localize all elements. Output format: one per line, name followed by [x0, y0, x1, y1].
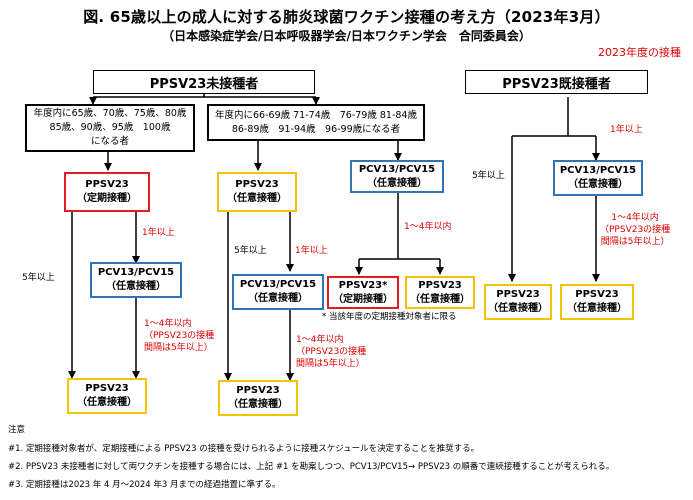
vaccine-type: （任意接種） — [410, 293, 470, 305]
vaccine-type: （任意接種） — [568, 179, 628, 190]
age-box-routine: 年度内に65歳、70歳、75歳、80歳 85歳、90歳、95歳 100歳 になる… — [25, 104, 195, 152]
interval-1to4-vacc: 1～4年以内 （PPSV23の接種 間隔は5年以上） — [600, 212, 670, 248]
ppsv23-voluntary-right: PPSV23 （任意接種） — [405, 276, 475, 309]
ppsv23-routine-star: PPSV23* （定期接種） — [327, 276, 399, 309]
ppsv23-voluntary-mid: PPSV23 （任意接種） — [217, 172, 297, 212]
pcv-voluntary-far-right: PCV13/PCV15 （任意接種） — [553, 160, 643, 196]
age-box-routine-line3: になる者 — [90, 136, 129, 147]
vaccine-type: （任意接種） — [228, 399, 288, 410]
interval-text: 間隔は5年以上） — [600, 237, 670, 247]
interval-5yr-left: 5年以上 — [22, 273, 55, 283]
vaccine-name: PCV13/PCV15 — [559, 165, 637, 176]
vaccine-type: （定期接種） — [333, 293, 393, 305]
age-box-other-line2: 86-89歳 91-94歳 96-99歳になる者 — [231, 123, 401, 135]
ppsv23-routine-left: PPSV23 （定期接種） — [64, 172, 150, 212]
ppsv23-voluntary-mid-bottom: PPSV23 （任意接種） — [218, 380, 298, 416]
interval-text: 1～4年以内 — [611, 213, 659, 223]
footnote-star: * 当該年度の定期接種対象者に限る — [322, 312, 457, 322]
interval-text: （PPSV23の接種 — [144, 331, 215, 341]
note-3: #3. 定期接種は2023 年 4 月～2024 年3 月までの経過措置に準ずる… — [8, 480, 281, 490]
vaccine-name: PPSV23 — [85, 179, 129, 190]
note-1: #1. 定期接種対象者が、定期接種による PPSV23 の接種を受けられるように… — [8, 444, 480, 454]
vaccine-type: （任意接種） — [106, 281, 166, 292]
interval-1to4-right: 1～4年以内 — [404, 222, 452, 232]
note-2: #2. PPSV23 未接種者に対して両ワクチンを接種する場合には、上記 #1 … — [8, 462, 615, 472]
interval-1yr-left: 1年以上 — [142, 228, 175, 238]
age-box-routine-line1: 年度内に65歳、70歳、75歳、80歳 — [33, 108, 187, 119]
vaccine-type: （定期接種） — [77, 193, 137, 204]
pcv-voluntary-mid: PCV13/PCV15 （任意接種） — [232, 274, 324, 310]
vaccine-name: PPSV23 — [418, 279, 462, 291]
age-box-other: 年度内に66-69歳 71-74歳 76-79歳 81-84歳 86-89歳 9… — [207, 104, 425, 141]
page-title: 図. 65歳以上の成人に対する肺炎球菌ワクチン接種の考え方（2023年3月） — [83, 8, 610, 26]
pcv-voluntary-left: PCV13/PCV15 （任意接種） — [90, 262, 182, 298]
age-box-routine-line2: 85歳、90歳、95歳 100歳 — [49, 122, 171, 133]
vaccine-type: （任意接種） — [488, 303, 548, 314]
header-unvaccinated: PPSV23未接種者 — [93, 70, 315, 94]
vaccine-name: PCV13/PCV15 — [358, 163, 436, 175]
vaccine-name: PCV13/PCV15 — [97, 267, 175, 278]
interval-text: （PPSV23の接種 — [600, 225, 671, 235]
vaccine-name: PPSV23 — [496, 289, 540, 300]
interval-text: 間隔は5年以上） — [144, 343, 213, 353]
interval-5yr-mid: 5年以上 — [234, 246, 267, 256]
interval-1yr-vacc: 1年以上 — [610, 125, 643, 135]
age-box-other-line1: 年度内に66-69歳 71-74歳 76-79歳 81-84歳 — [215, 109, 417, 121]
page-subtitle: （日本感染症学会/日本呼吸器学会/日本ワクチン学会 合同委員会） — [162, 29, 531, 43]
pcv-voluntary-right: PCV13/PCV15 （任意接種） — [350, 160, 444, 193]
ppsv23-voluntary-vacc-left: PPSV23 （任意接種） — [484, 284, 552, 320]
interval-text: 1～4年以内 — [296, 335, 344, 345]
vaccine-type: （任意接種） — [248, 293, 308, 304]
interval-1to4-mid: 1～4年以内 （PPSV23の接種 間隔は5年以上） — [296, 334, 366, 370]
vaccine-name: PCV13/PCV15 — [239, 279, 317, 290]
interval-5yr-vacc: 5年以上 — [472, 171, 505, 181]
vaccine-name: PPSV23* — [338, 279, 388, 291]
interval-text: （PPSV23の接種 — [296, 347, 367, 357]
notes-heading: 注意 — [8, 425, 26, 435]
vaccine-name: PPSV23 — [575, 289, 619, 300]
vaccine-name: PPSV23 — [235, 179, 279, 190]
interval-text: 1～4年以内 — [144, 319, 192, 329]
interval-1to4-left: 1～4年以内 （PPSV23の接種 間隔は5年以上） — [144, 318, 214, 354]
ppsv23-voluntary-vacc-right: PPSV23 （任意接種） — [560, 284, 634, 320]
interval-text: 間隔は5年以上） — [296, 359, 365, 369]
vaccine-type: （任意接種） — [567, 303, 627, 314]
ppsv23-voluntary-left: PPSV23 （任意接種） — [67, 378, 147, 414]
vaccine-type: （任意接種） — [77, 397, 137, 408]
vaccine-type: （任意接種） — [227, 193, 287, 204]
vaccine-name: PPSV23 — [236, 385, 280, 396]
year-label: 2023年度の接種 — [598, 46, 681, 59]
interval-1yr-mid: 1年以上 — [295, 246, 328, 256]
vaccine-name: PPSV23 — [85, 383, 129, 394]
vaccine-type: （任意接種） — [367, 177, 427, 189]
header-vaccinated: PPSV23既接種者 — [465, 70, 648, 94]
